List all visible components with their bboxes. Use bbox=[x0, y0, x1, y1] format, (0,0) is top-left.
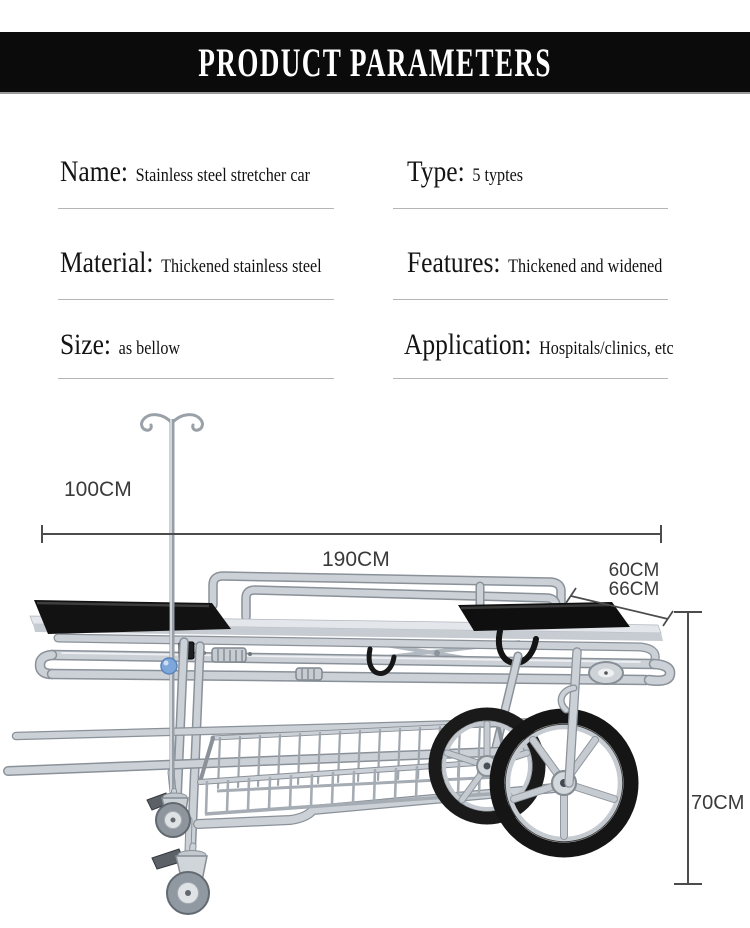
dim-label-pole-height: 100CM bbox=[64, 478, 132, 501]
spec-name-value: Stainless steel stretcher car bbox=[135, 165, 311, 186]
spec-row-type: Type: 5 typtes bbox=[407, 155, 523, 189]
divider-line bbox=[393, 208, 668, 209]
rear-wheel bbox=[489, 708, 639, 858]
mattress bbox=[34, 600, 630, 634]
spec-row-features: Features: Thickened and widened bbox=[407, 246, 662, 280]
dim-label-bed-length: 190CM bbox=[322, 548, 390, 571]
spec-row-name: Name: Stainless steel stretcher car bbox=[60, 155, 310, 189]
dim-label-bed-height: 70CM bbox=[691, 792, 745, 814]
dim-label-overall-width: 66CM bbox=[608, 579, 660, 600]
spec-features-label: Features: bbox=[407, 246, 501, 279]
iv-pole bbox=[140, 413, 204, 792]
caster-front bbox=[146, 788, 191, 838]
legs bbox=[172, 637, 523, 863]
divider-line bbox=[393, 378, 668, 379]
spec-size-label: Size: bbox=[60, 328, 111, 361]
spec-application-value: Hospitals/clinics, etc bbox=[539, 338, 674, 359]
spec-material-label: Material: bbox=[60, 246, 154, 279]
section-title: PRODUCT PARAMETERS bbox=[198, 39, 552, 85]
dim-label-widths: 60CM 66CM bbox=[606, 561, 662, 599]
spec-size-value: as bellow bbox=[118, 338, 181, 359]
dimension-lines bbox=[41, 525, 702, 885]
wheel-fork bbox=[557, 647, 582, 788]
pole-clamp-knob bbox=[160, 657, 178, 675]
bumper-disc bbox=[588, 661, 624, 685]
spec-application-label: Application: bbox=[404, 328, 532, 361]
section-header-bar: PRODUCT PARAMETERS bbox=[0, 32, 750, 94]
divider-line bbox=[393, 299, 668, 300]
spec-type-label: Type: bbox=[407, 155, 465, 188]
spec-row-size: Size: as bellow bbox=[60, 328, 180, 362]
spec-row-material: Material: Thickened stainless steel bbox=[60, 246, 322, 280]
chassis-frame bbox=[34, 633, 676, 686]
divider-line bbox=[58, 208, 334, 209]
spec-material-value: Thickened stainless steel bbox=[161, 256, 322, 277]
divider-line bbox=[58, 299, 334, 300]
spec-name-label: Name: bbox=[60, 155, 128, 188]
divider-line bbox=[58, 378, 334, 379]
wire-basket bbox=[197, 721, 509, 816]
spec-features-value: Thickened and widened bbox=[508, 256, 663, 277]
caster-rear bbox=[151, 842, 210, 915]
spec-row-application: Application: Hospitals/clinics, etc bbox=[404, 328, 674, 362]
dim-label-bed-width: 60CM bbox=[608, 560, 660, 581]
spec-type-value: 5 typtes bbox=[472, 165, 524, 186]
front-wheel bbox=[428, 707, 546, 825]
